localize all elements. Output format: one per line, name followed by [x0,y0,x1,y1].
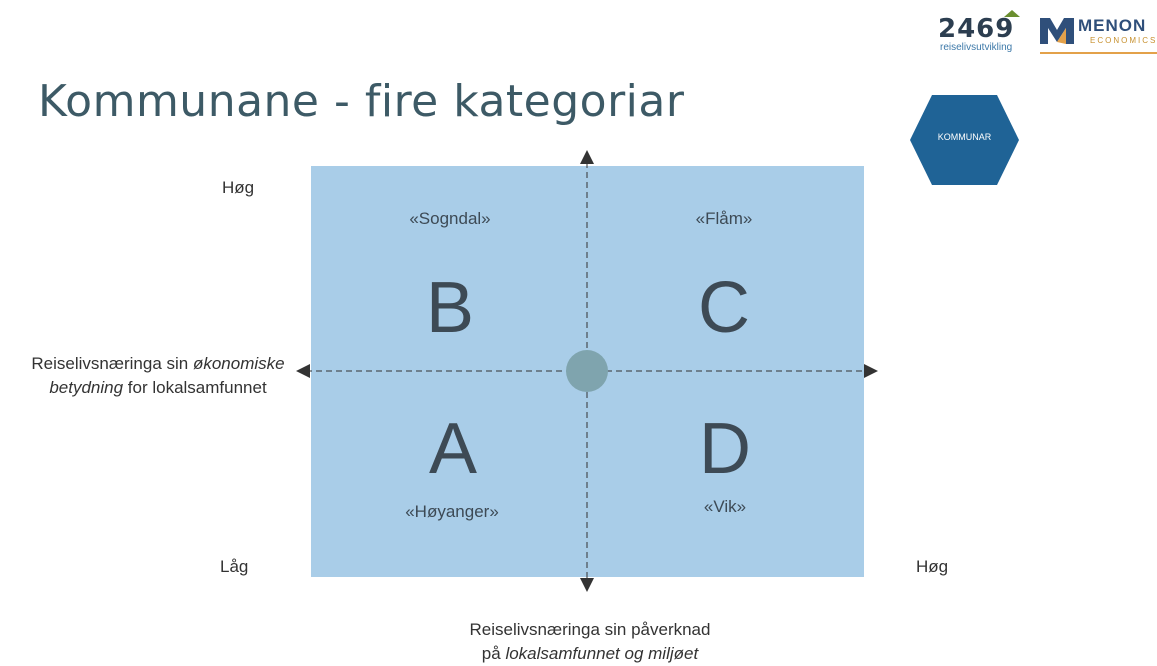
menon-m-icon [1040,18,1074,44]
y-axis-high-label: Høg [222,178,255,197]
quadrant-b-letter: B [425,268,475,348]
kommunar-badge: KOMMUNAR [910,95,1019,185]
logo-menon: MENON ECONOMICS [1040,14,1157,54]
quadrant-b-example: «Sogndal» [409,209,491,228]
x-axis-high-label: Høg [916,557,949,576]
y-axis-label-line2-plain: for lokalsamfunnet [123,378,267,397]
logo-menon-rule [1040,52,1157,54]
quadrant-c-example: «Flåm» [695,209,753,228]
quadrant-a-example: «Høyanger» [405,502,499,521]
quadrant-c-letter: C [698,268,750,348]
page-title: Kommunane - fire kategoriar [38,76,685,127]
logo-menon-subtitle: ECONOMICS [1090,36,1157,45]
hexagon-icon [910,95,1019,185]
x-axis-label-line1: Reiselivsnæringa sin påverknad [469,620,711,639]
quadrant-d-letter: D [699,409,751,489]
x-axis-label: Reiselivsnæringa sin påverknad på lokals… [420,618,760,666]
quadrant-d-example: «Vik» [703,497,747,516]
arrow-down-icon [580,578,594,592]
logo-menon-name: MENON [1078,16,1147,35]
kommunar-badge-label: KOMMUNAR [937,132,992,142]
y-axis-label-line1-italic: økonomiske [192,354,285,373]
logo-roof-icon [1004,10,1020,17]
logo-2469: 2469 reiselivsutvikling [938,6,1030,56]
y-axis-label-line2-italic: betydning [49,378,124,397]
quadrant-a-letter: A [428,409,478,489]
y-axis-label: Reiselivsnæringa sin økonomiske betydnin… [8,352,308,400]
y-axis-low-label: Låg [220,557,249,576]
x-axis-label-line2-plain: på [481,644,506,663]
logo-2469-subtitle: reiselivsutvikling [940,42,1013,53]
center-dot [566,350,608,392]
arrow-up-icon [580,150,594,164]
x-axis-label-line2-italic: lokalsamfunnet og miljøet [505,644,699,663]
y-axis-label-line1-plain: Reiselivsnæringa sin [31,354,193,373]
arrow-right-icon [864,364,878,378]
logo-2469-number: 2469 [938,14,1015,44]
arrow-left-icon [296,364,310,378]
